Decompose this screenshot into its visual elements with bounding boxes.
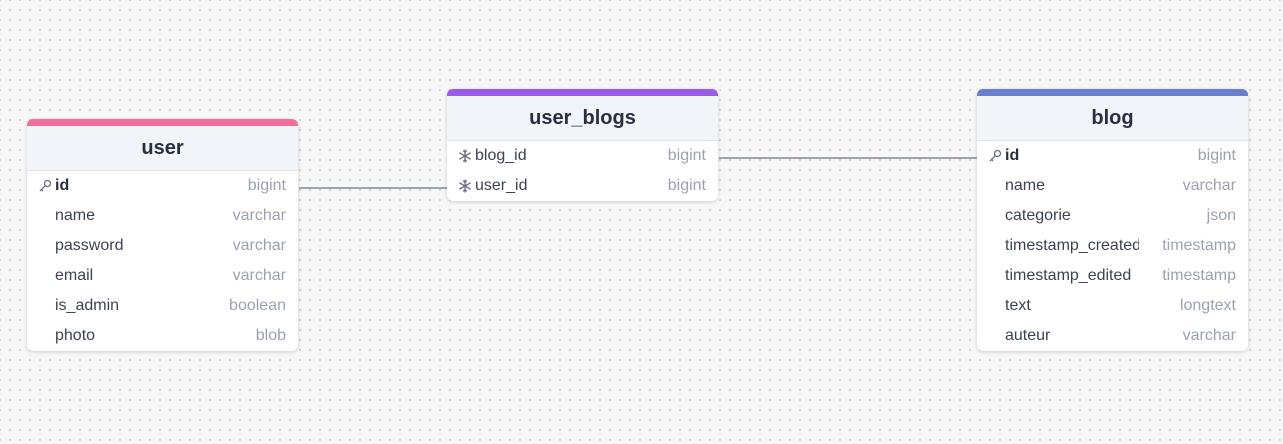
field-type: varchar (1182, 327, 1236, 344)
field-row-user-id[interactable]: user_id bigint (447, 171, 718, 201)
field-type: timestamp (1162, 237, 1236, 254)
field-type: blob (255, 327, 286, 344)
field-name: blog_id (475, 147, 527, 164)
field-type: bigint (667, 147, 706, 164)
field-row-id[interactable]: id bigint (27, 171, 298, 201)
field-row-categorie[interactable]: categorie json (977, 201, 1248, 231)
field-type: varchar (232, 207, 286, 224)
field-row-text[interactable]: text longtext (977, 291, 1248, 321)
field-row-name[interactable]: name varchar (977, 171, 1248, 201)
field-name: text (1005, 297, 1031, 314)
table-title[interactable]: user_blogs (447, 96, 718, 141)
field-type: timestamp (1162, 267, 1236, 284)
key-icon (987, 148, 1003, 164)
table-fields: id bigint name varchar categorie json ti… (977, 141, 1248, 351)
snowflake-icon (457, 178, 473, 194)
table-fields: id bigint name varchar password varchar … (27, 171, 298, 351)
field-name: name (55, 207, 96, 224)
table-title[interactable]: user (27, 126, 298, 171)
key-icon (37, 178, 53, 194)
table-blog[interactable]: blog id bigint name varchar categorie js… (977, 89, 1248, 351)
field-type: bigint (667, 177, 706, 194)
field-row-timestamp-created[interactable]: timestamp_created timestamp (977, 231, 1248, 261)
field-name: categorie (1005, 207, 1071, 224)
field-row-blog-id[interactable]: blog_id bigint (447, 141, 718, 171)
field-row-name[interactable]: name varchar (27, 201, 298, 231)
snowflake-icon (457, 148, 473, 164)
field-name: email (55, 267, 94, 284)
field-type: longtext (1179, 297, 1236, 314)
table-user-blogs[interactable]: user_blogs blog_id bigint user_id bigint (447, 89, 718, 201)
field-type: json (1206, 207, 1236, 224)
table-accent-bar (27, 119, 298, 126)
field-name: photo (55, 327, 96, 344)
field-row-email[interactable]: email varchar (27, 261, 298, 291)
field-name: password (55, 237, 124, 254)
field-type: bigint (247, 177, 286, 194)
table-accent-bar (977, 89, 1248, 96)
field-name: timestamp_edited (1005, 267, 1132, 284)
table-fields: blog_id bigint user_id bigint (447, 141, 718, 201)
field-name: id (1005, 147, 1020, 164)
field-name: auteur (1005, 327, 1051, 344)
table-user[interactable]: user id bigint name varchar password var… (27, 119, 298, 351)
field-row-password[interactable]: password varchar (27, 231, 298, 261)
field-name: timestamp_created (1005, 237, 1139, 254)
field-row-id[interactable]: id bigint (977, 141, 1248, 171)
field-name: is_admin (55, 297, 120, 314)
field-name: user_id (475, 177, 528, 194)
field-type: varchar (1182, 177, 1236, 194)
field-row-photo[interactable]: photo blob (27, 321, 298, 351)
field-row-is-admin[interactable]: is_admin boolean (27, 291, 298, 321)
field-type: varchar (232, 237, 286, 254)
table-title[interactable]: blog (977, 96, 1248, 141)
field-name: id (55, 177, 70, 194)
field-row-timestamp-edited[interactable]: timestamp_edited timestamp (977, 261, 1248, 291)
field-type: varchar (232, 267, 286, 284)
field-type: boolean (229, 297, 286, 314)
field-name: name (1005, 177, 1046, 194)
field-row-auteur[interactable]: auteur varchar (977, 321, 1248, 351)
table-accent-bar (447, 89, 718, 96)
field-type: bigint (1197, 147, 1236, 164)
